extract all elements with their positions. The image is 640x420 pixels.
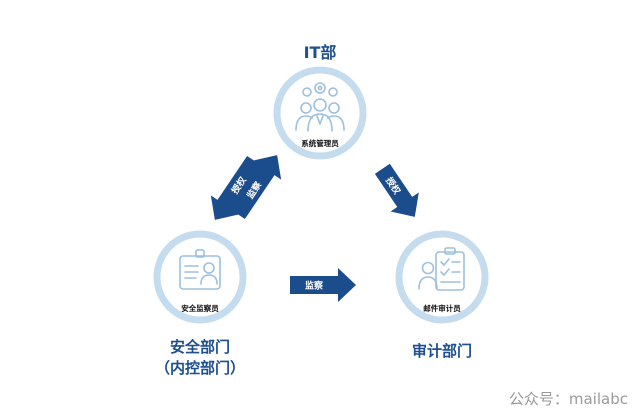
admin-team-icon (295, 82, 345, 132)
id-badge-icon (179, 249, 221, 290)
audit-clipboard-icon (418, 247, 465, 291)
security-node: 安全监察员 安全部门 （内控部门） (153, 230, 247, 377)
arrow-it-to-audit: 授权 (374, 163, 419, 217)
watermark-text: 公众号：mailabc (509, 390, 628, 408)
it-node-ring (273, 66, 367, 160)
audit-department-label: 审计部门 (412, 342, 472, 360)
audit-role-label: 邮件审计员 (423, 303, 461, 313)
it-department-label: IT部 (304, 43, 337, 62)
it-node: IT部 系统管理员 (273, 43, 367, 160)
arrow-security-to-audit-label: 监察 (305, 280, 324, 292)
arrow-security-to-audit: 监察 (290, 268, 356, 302)
arrow-it-to-security: 授权 (210, 155, 263, 220)
security-department-label: 安全部门 (170, 338, 230, 356)
security-department-sublabel: （内控部门） (155, 359, 245, 377)
security-role-label: 安全监察员 (181, 303, 219, 313)
it-role-label: 系统管理员 (301, 138, 339, 148)
audit-node: 邮件审计员 审计部门 (395, 230, 489, 360)
security-node-ring (153, 230, 247, 324)
